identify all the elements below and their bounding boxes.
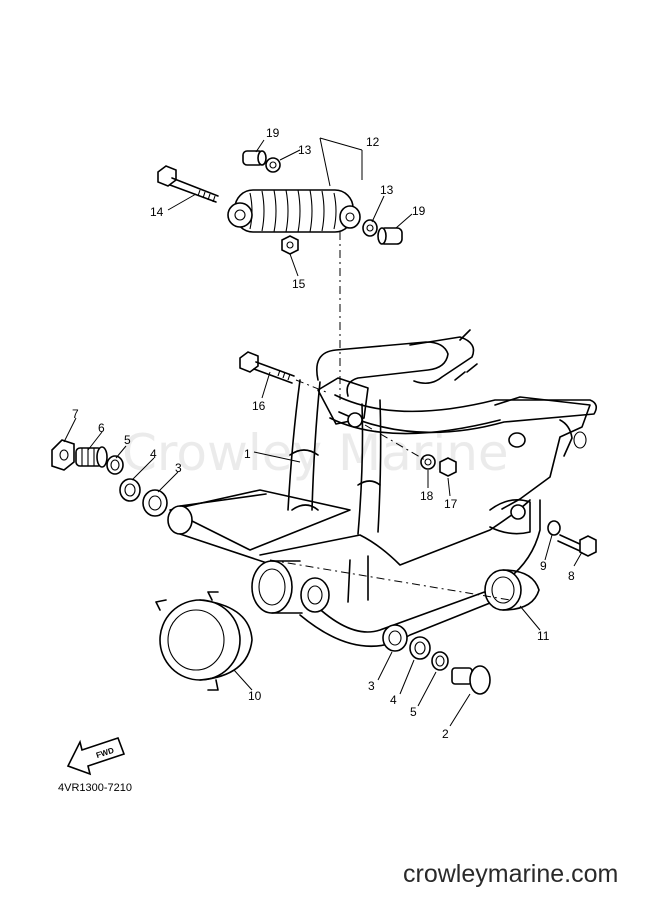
- rear-shock-absorber: [227, 189, 361, 233]
- leader-lines: [63, 137, 583, 727]
- frame-bolt: [239, 351, 327, 393]
- shock-nut: [281, 235, 299, 255]
- swingarm-frame: [167, 329, 598, 647]
- callout-4-right: 4: [390, 693, 397, 707]
- washer-right: [547, 520, 561, 536]
- washer-left: [106, 455, 124, 475]
- callout-5-right: 5: [410, 705, 417, 719]
- callout-8: 8: [568, 569, 575, 583]
- callout-2: 2: [442, 727, 449, 741]
- callout-18: 18: [420, 489, 434, 503]
- callout-12: 12: [366, 135, 380, 149]
- callout-16: 16: [252, 399, 266, 413]
- bolt-right: [557, 534, 597, 557]
- callout-3-left: 3: [175, 461, 182, 475]
- nut-frame: [439, 457, 457, 477]
- pivot-collar-left: [251, 560, 303, 614]
- callout-19-right: 19: [412, 204, 426, 218]
- pivot-sleeve: [300, 577, 330, 613]
- callout-15: 15: [292, 277, 306, 291]
- callout-14: 14: [150, 205, 164, 219]
- drawing-code: 4VR1300-7210: [58, 782, 132, 794]
- callout-19-upper-left: 19: [266, 126, 280, 140]
- oil-seal-right: [409, 636, 431, 660]
- pivot-cover: [155, 591, 253, 691]
- pivot-shaft-left: [75, 446, 108, 468]
- washer-right-lower: [431, 651, 449, 671]
- bushing-right: [484, 569, 540, 611]
- collar-upper-left: [242, 150, 267, 166]
- callout-4-left: 4: [150, 447, 157, 461]
- bushing-upper-right: [362, 219, 378, 237]
- shock-upper-bolt: [157, 165, 219, 203]
- pivot-nut-left: [51, 439, 75, 471]
- fwd-arrow-icon: FWD: [66, 736, 126, 776]
- callout-13-right: 13: [380, 183, 394, 197]
- callout-17: 17: [444, 497, 458, 511]
- callout-5-left: 5: [124, 433, 131, 447]
- bearing-right: [382, 624, 408, 652]
- bearing-left: [142, 489, 168, 517]
- callout-10: 10: [248, 689, 262, 703]
- callout-7: 7: [72, 407, 79, 421]
- callout-13-upper: 13: [298, 143, 312, 157]
- callout-1: 1: [244, 447, 251, 461]
- callout-11: 11: [537, 629, 550, 643]
- centerline-pivot: [269, 559, 511, 601]
- collar-upper-right: [377, 227, 403, 245]
- callout-6: 6: [98, 421, 105, 435]
- washer-frame: [420, 454, 436, 470]
- site-url: crowleymarine.com: [403, 860, 618, 888]
- callout-9: 9: [540, 559, 547, 573]
- oil-seal-left: [119, 478, 141, 502]
- callout-3-right: 3: [368, 679, 375, 693]
- pivot-shaft-right: [451, 665, 491, 695]
- bushing-upper-left: [265, 157, 281, 173]
